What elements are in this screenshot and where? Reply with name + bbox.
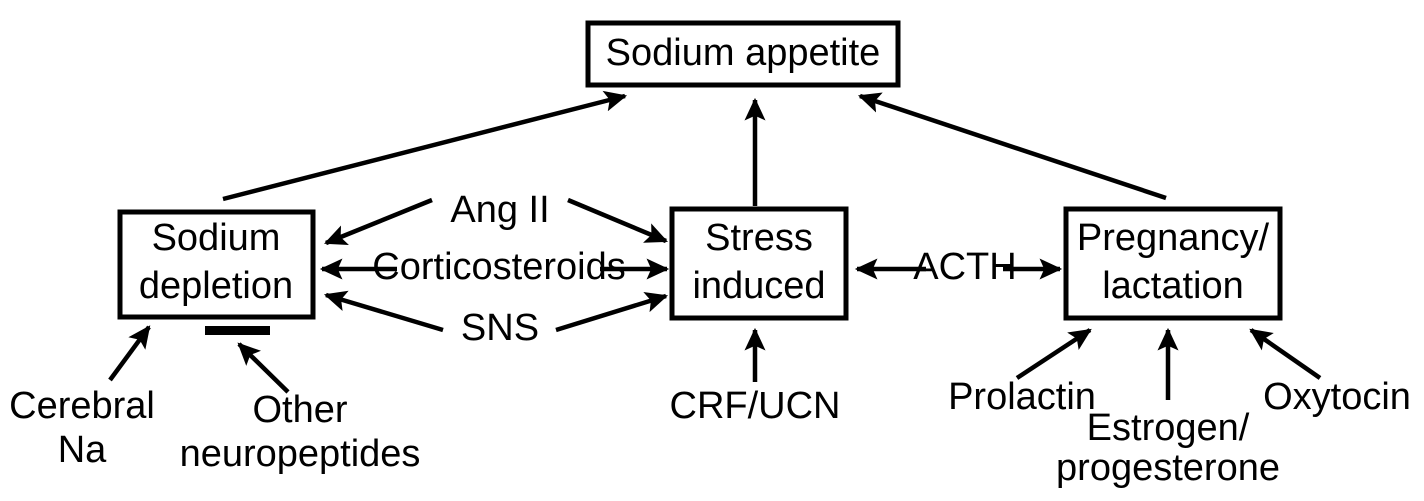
node-stress-induced-box (669, 206, 849, 321)
node-pregnancy-lactation-box (1063, 206, 1283, 321)
node-sodium-appetite-box (585, 20, 901, 88)
node-sodium-depletion-box (117, 209, 316, 320)
arrow-sns-to-stress (555, 291, 669, 333)
arrow-angii-to-stress (567, 197, 668, 244)
input-label-cerebral-na-line2: Na (58, 429, 107, 471)
node-label-pregnancy-lactation-line1: Pregnancy/ (1077, 217, 1270, 259)
input-label-crf-ucn: CRF/UCN (670, 385, 841, 427)
input-label-prolactin: Prolactin (948, 376, 1096, 418)
node-label-sodium-depletion-line1: Sodium (152, 217, 281, 259)
arrow-oxytocin-to-pregnancy (1249, 328, 1322, 380)
node-label-stress-induced-line1: Stress (705, 217, 813, 259)
edge-label-sns: SNS (461, 307, 539, 349)
arrow-angii-to-depletion (324, 197, 433, 246)
edge-label-acth: ACTH (913, 246, 1016, 288)
arrow-cerebral-na-to-depletion (108, 325, 151, 382)
input-label-cerebral-na-line1: Cerebral (9, 385, 155, 427)
input-label-other-neuropeptides-line1: Other (252, 389, 347, 431)
node-label-stress-induced-line2: induced (692, 265, 825, 307)
arrow-prolactin-to-pregnancy (1015, 328, 1092, 380)
arrow-depletion-to-appetite (222, 90, 628, 202)
edge-label-ang-ii: Ang II (450, 189, 549, 231)
edge-label-corticosteroids: Corticosteroids (372, 246, 625, 288)
arrow-other-neuropeptides-to-bar (237, 342, 290, 394)
input-label-estrogen-progesterone-line1: Estrogen/ (1087, 407, 1250, 449)
input-label-other-neuropeptides-line2: neuropeptides (180, 433, 421, 475)
arrow-sns-to-depletion (323, 290, 444, 333)
inhibition-bar (205, 326, 270, 335)
node-label-sodium-depletion-line2: depletion (139, 265, 293, 307)
node-label-sodium-appetite: Sodium appetite (606, 32, 881, 74)
input-label-oxytocin: Oxytocin (1263, 376, 1411, 418)
input-label-estrogen-progesterone-line2: progesterone (1056, 447, 1280, 489)
arrow-pregnancy-to-appetite (857, 92, 1167, 201)
node-label-pregnancy-lactation-line2: lactation (1102, 265, 1244, 307)
